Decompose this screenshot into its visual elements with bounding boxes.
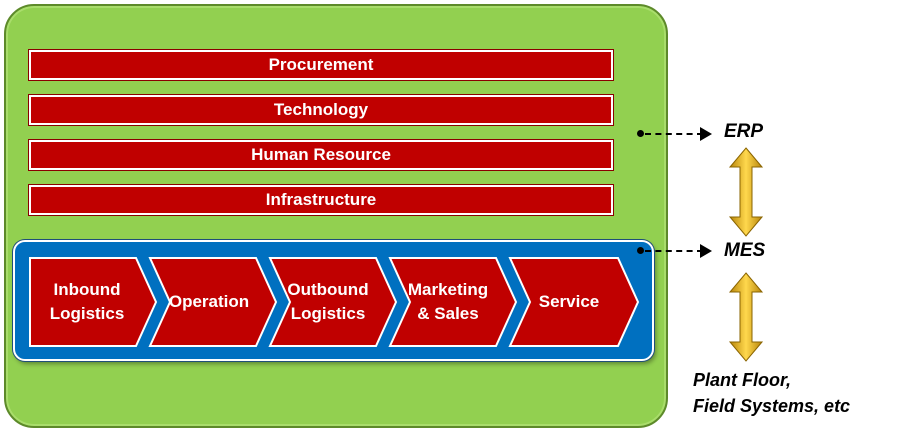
chevron-label-line: Operation <box>168 292 250 311</box>
connector-line-mes <box>645 250 703 252</box>
support-bar-label: Technology <box>273 100 369 119</box>
chevron-label-service: Service <box>514 274 624 330</box>
support-bar-human-resource: Human Resource <box>29 140 613 170</box>
chevron-outbound-logistics <box>268 257 398 347</box>
chevron-inbound-logistics <box>29 257 158 347</box>
plant-floor-line: Plant Floor, <box>693 370 792 390</box>
support-bar-infrastructure: Infrastructure <box>29 185 613 215</box>
primary-activity-chevrons <box>29 257 640 347</box>
chevron-service <box>508 257 640 347</box>
chevron-label-line: Logistics <box>49 304 125 323</box>
connector-dot-mes <box>637 247 644 254</box>
chevron-label-line: Service <box>538 292 600 311</box>
double-arrow-mes-plant-icon <box>728 272 764 362</box>
chevron-label-inbound-logistics: Inbound Logistics <box>32 274 142 330</box>
chevron-label-line: & Sales <box>417 304 479 323</box>
chevron-label-line: Outbound <box>287 280 369 299</box>
chevron-label-outbound-logistics: Outbound Logistics <box>273 274 383 330</box>
chevron-label-line: Inbound <box>53 280 121 299</box>
double-arrow-erp-mes-icon <box>728 147 764 237</box>
chevron-operation <box>148 257 278 347</box>
plant-floor-label: Plant Floor, Field Systems, etc <box>693 367 850 419</box>
mes-label: MES <box>724 240 766 261</box>
chevron-label-operation: Operation <box>156 274 262 330</box>
chevron-label-line: Marketing <box>407 280 489 299</box>
support-bar-label: Infrastructure <box>265 190 377 209</box>
connector-arrowhead-mes <box>700 244 712 258</box>
support-bar-label: Procurement <box>268 55 374 74</box>
plant-floor-line: Field Systems, etc <box>693 396 851 416</box>
chevron-label-marketing-sales: Marketing & Sales <box>393 274 503 330</box>
erp-label: ERP <box>724 121 764 142</box>
connector-dot-erp <box>637 130 644 137</box>
connector-line-erp <box>645 133 703 135</box>
chevron-label-line: Logistics <box>290 304 366 323</box>
connector-arrowhead-erp <box>700 127 712 141</box>
support-bar-procurement: Procurement <box>29 50 613 80</box>
chevron-marketing-sales <box>388 257 518 347</box>
support-bar-label: Human Resource <box>251 145 391 164</box>
support-bar-technology: Technology <box>29 95 613 125</box>
